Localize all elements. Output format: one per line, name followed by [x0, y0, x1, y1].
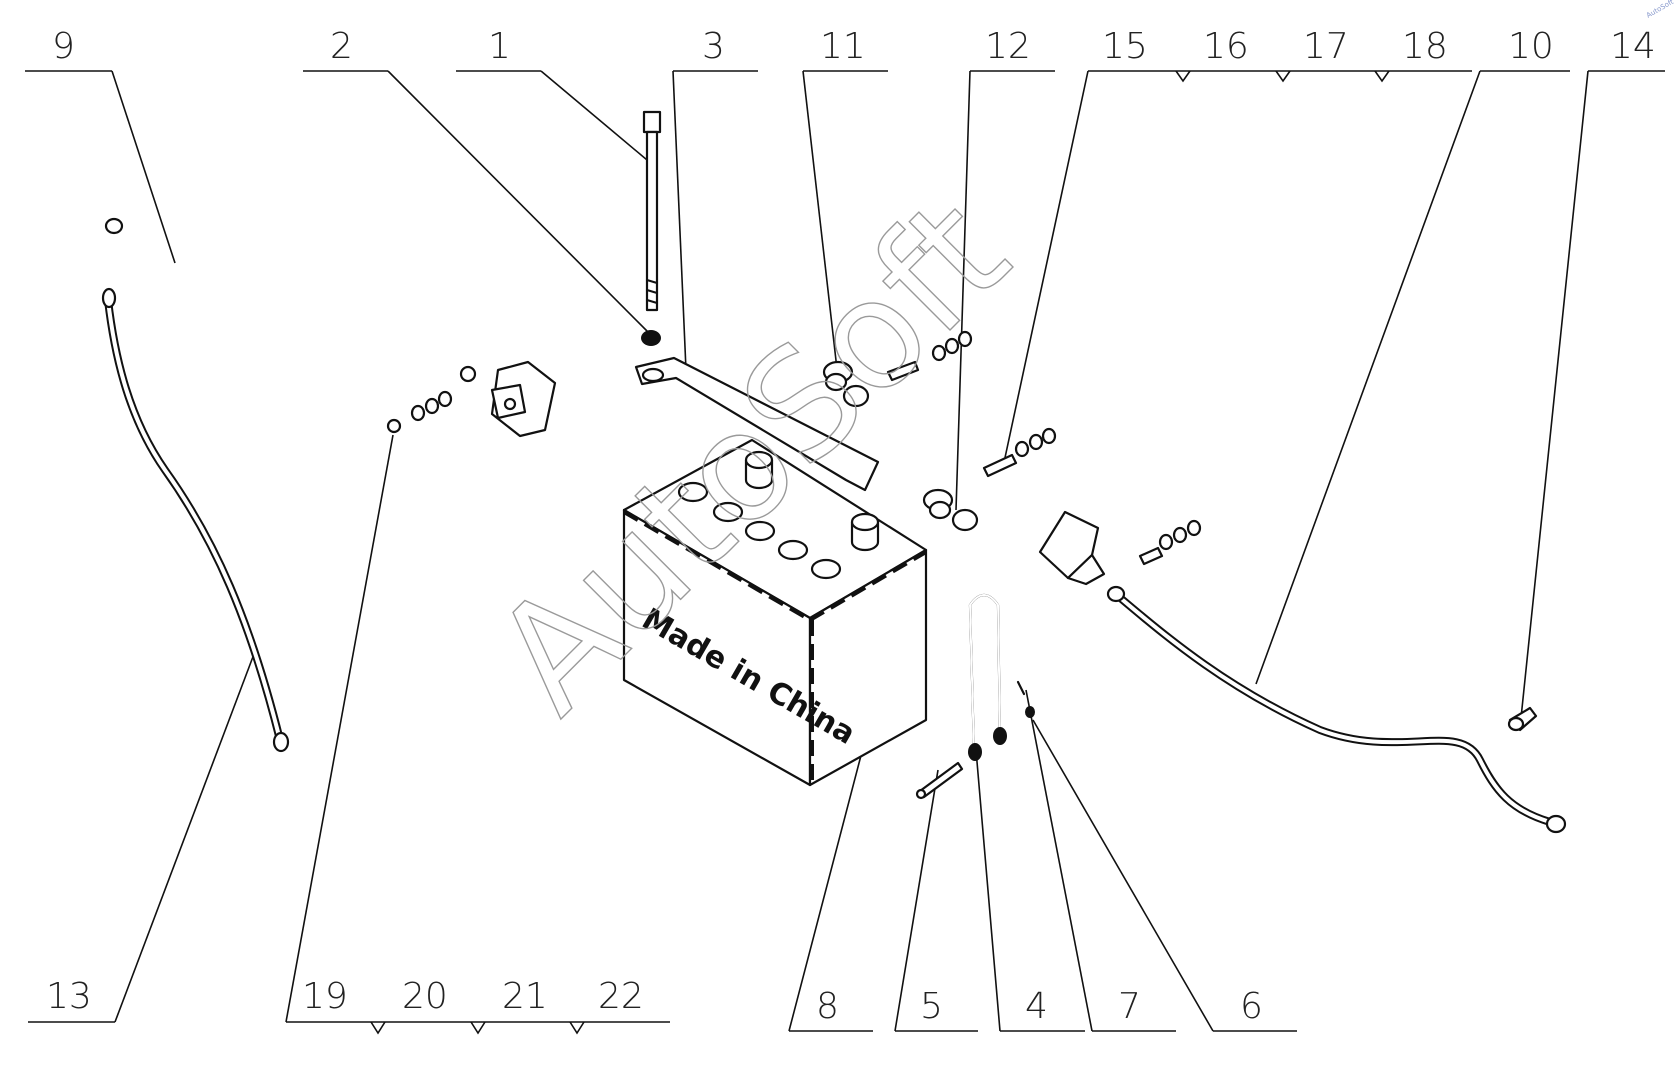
terminal-clamp-left	[490, 360, 557, 438]
bolt-set-15-18	[982, 427, 1057, 478]
callout-4: 4	[975, 749, 1085, 1032]
svg-text:8: 8	[816, 986, 839, 1027]
callout-12: 12	[955, 26, 1055, 511]
terminal-clamp-right	[1038, 510, 1202, 586]
cable-13	[101, 287, 290, 753]
terminal-clamp-11	[822, 330, 973, 408]
svg-text:13: 13	[46, 976, 92, 1017]
svg-text:10: 10	[1508, 26, 1554, 67]
svg-text:11: 11	[820, 26, 866, 67]
svg-text:18: 18	[1402, 26, 1448, 67]
callout-1: 1	[456, 26, 654, 166]
svg-text:2: 2	[330, 26, 353, 67]
svg-text:9: 9	[52, 26, 75, 67]
callout-7: 7	[1025, 689, 1176, 1032]
svg-text:6: 6	[1240, 986, 1263, 1027]
bolt-5	[915, 761, 964, 800]
hold-down-bar-3	[634, 356, 880, 492]
clamp-12	[922, 488, 979, 532]
svg-text:21: 21	[502, 976, 548, 1017]
svg-text:15: 15	[1102, 26, 1148, 67]
svg-text:22: 22	[598, 976, 644, 1017]
svg-text:16: 16	[1203, 26, 1249, 67]
clip-14	[1507, 706, 1538, 732]
svg-text:5: 5	[920, 986, 943, 1027]
callout-2: 2	[303, 26, 649, 333]
nut-2	[641, 330, 661, 346]
callout-13: 13	[28, 653, 255, 1023]
cable-9	[104, 217, 477, 383]
callout-6: 6	[1032, 719, 1297, 1032]
nut-6	[1025, 706, 1035, 718]
callout-8: 8	[788, 720, 873, 1032]
svg-text:1: 1	[488, 26, 511, 67]
svg-text:7: 7	[1118, 986, 1141, 1027]
bolt-1	[642, 110, 662, 312]
cable-10	[1106, 585, 1567, 834]
nut-7	[1016, 680, 1026, 696]
svg-text:19: 19	[302, 976, 348, 1017]
svg-text:17: 17	[1303, 26, 1349, 67]
svg-text:3: 3	[702, 26, 725, 67]
callout-9: 9	[25, 26, 176, 264]
callout-3: 3	[672, 26, 758, 371]
callout-15-18: 15 16 17 18	[1002, 26, 1472, 468]
callout-11: 11	[802, 26, 888, 379]
callout-10: 10	[1255, 26, 1570, 685]
callout-14: 14	[1520, 26, 1665, 719]
callout-5: 5	[894, 769, 978, 1032]
u-bolt-4	[968, 593, 1007, 761]
svg-text:20: 20	[402, 976, 448, 1017]
corner-mark: AutoSoft	[1645, 0, 1674, 20]
svg-text:14: 14	[1610, 26, 1656, 67]
bolt-set-left	[386, 390, 453, 434]
svg-text:12: 12	[985, 26, 1031, 67]
callout-19-22: 19 20 21 22	[285, 434, 670, 1035]
svg-text:4: 4	[1025, 986, 1048, 1027]
